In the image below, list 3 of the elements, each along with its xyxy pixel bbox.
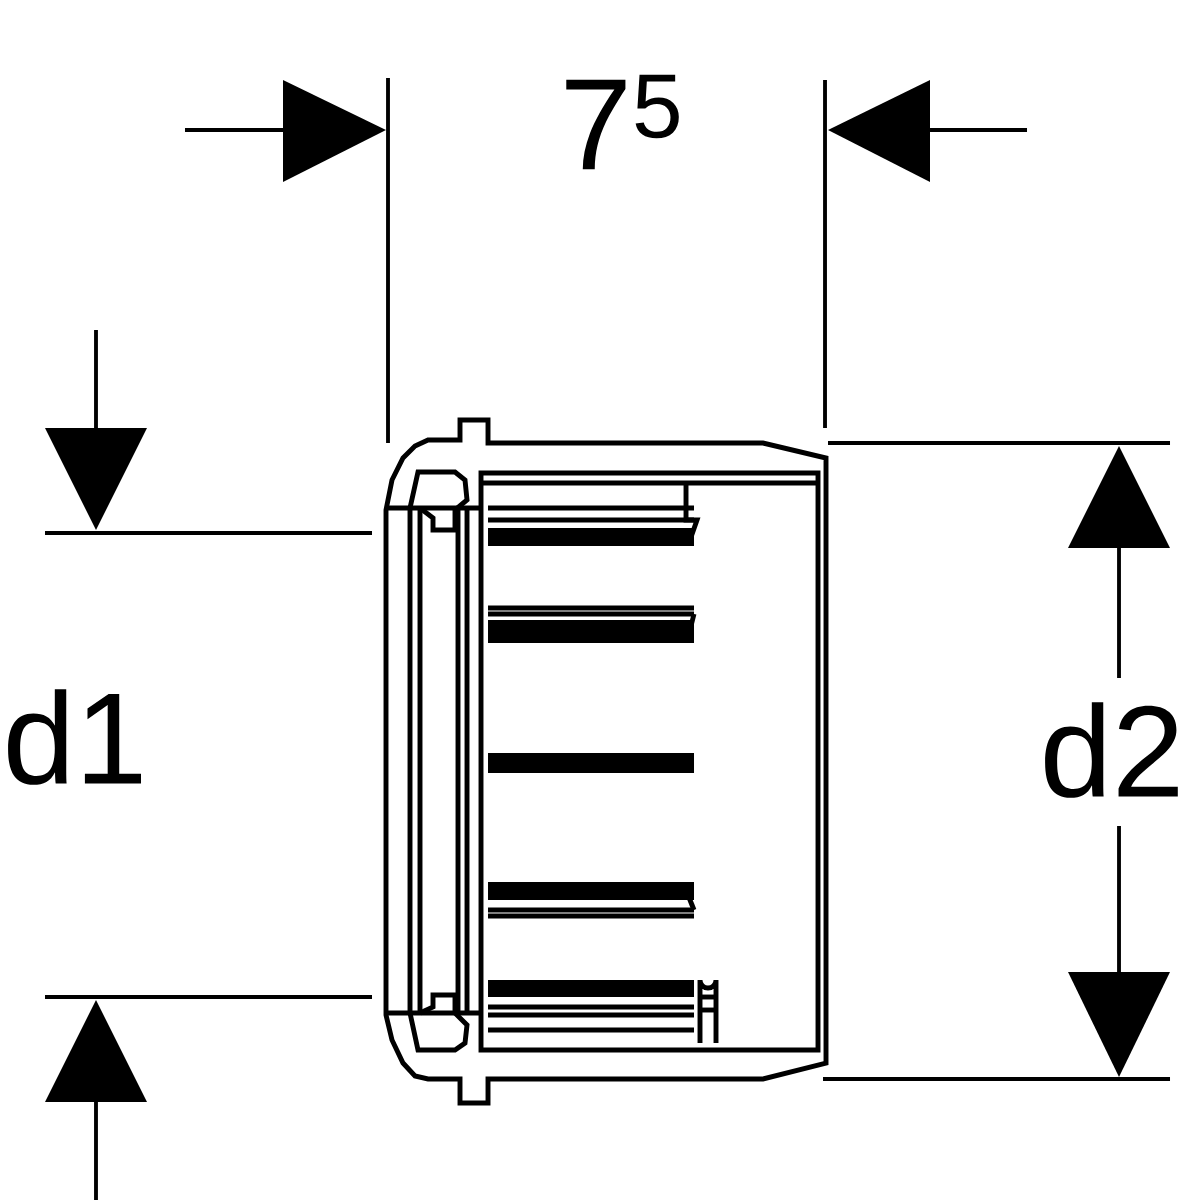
dimension-label: d1 — [8, 689, 141, 785]
dimension-label: d2 — [1045, 702, 1178, 798]
dimension-label: 7$^{5}$ — [566, 74, 679, 170]
